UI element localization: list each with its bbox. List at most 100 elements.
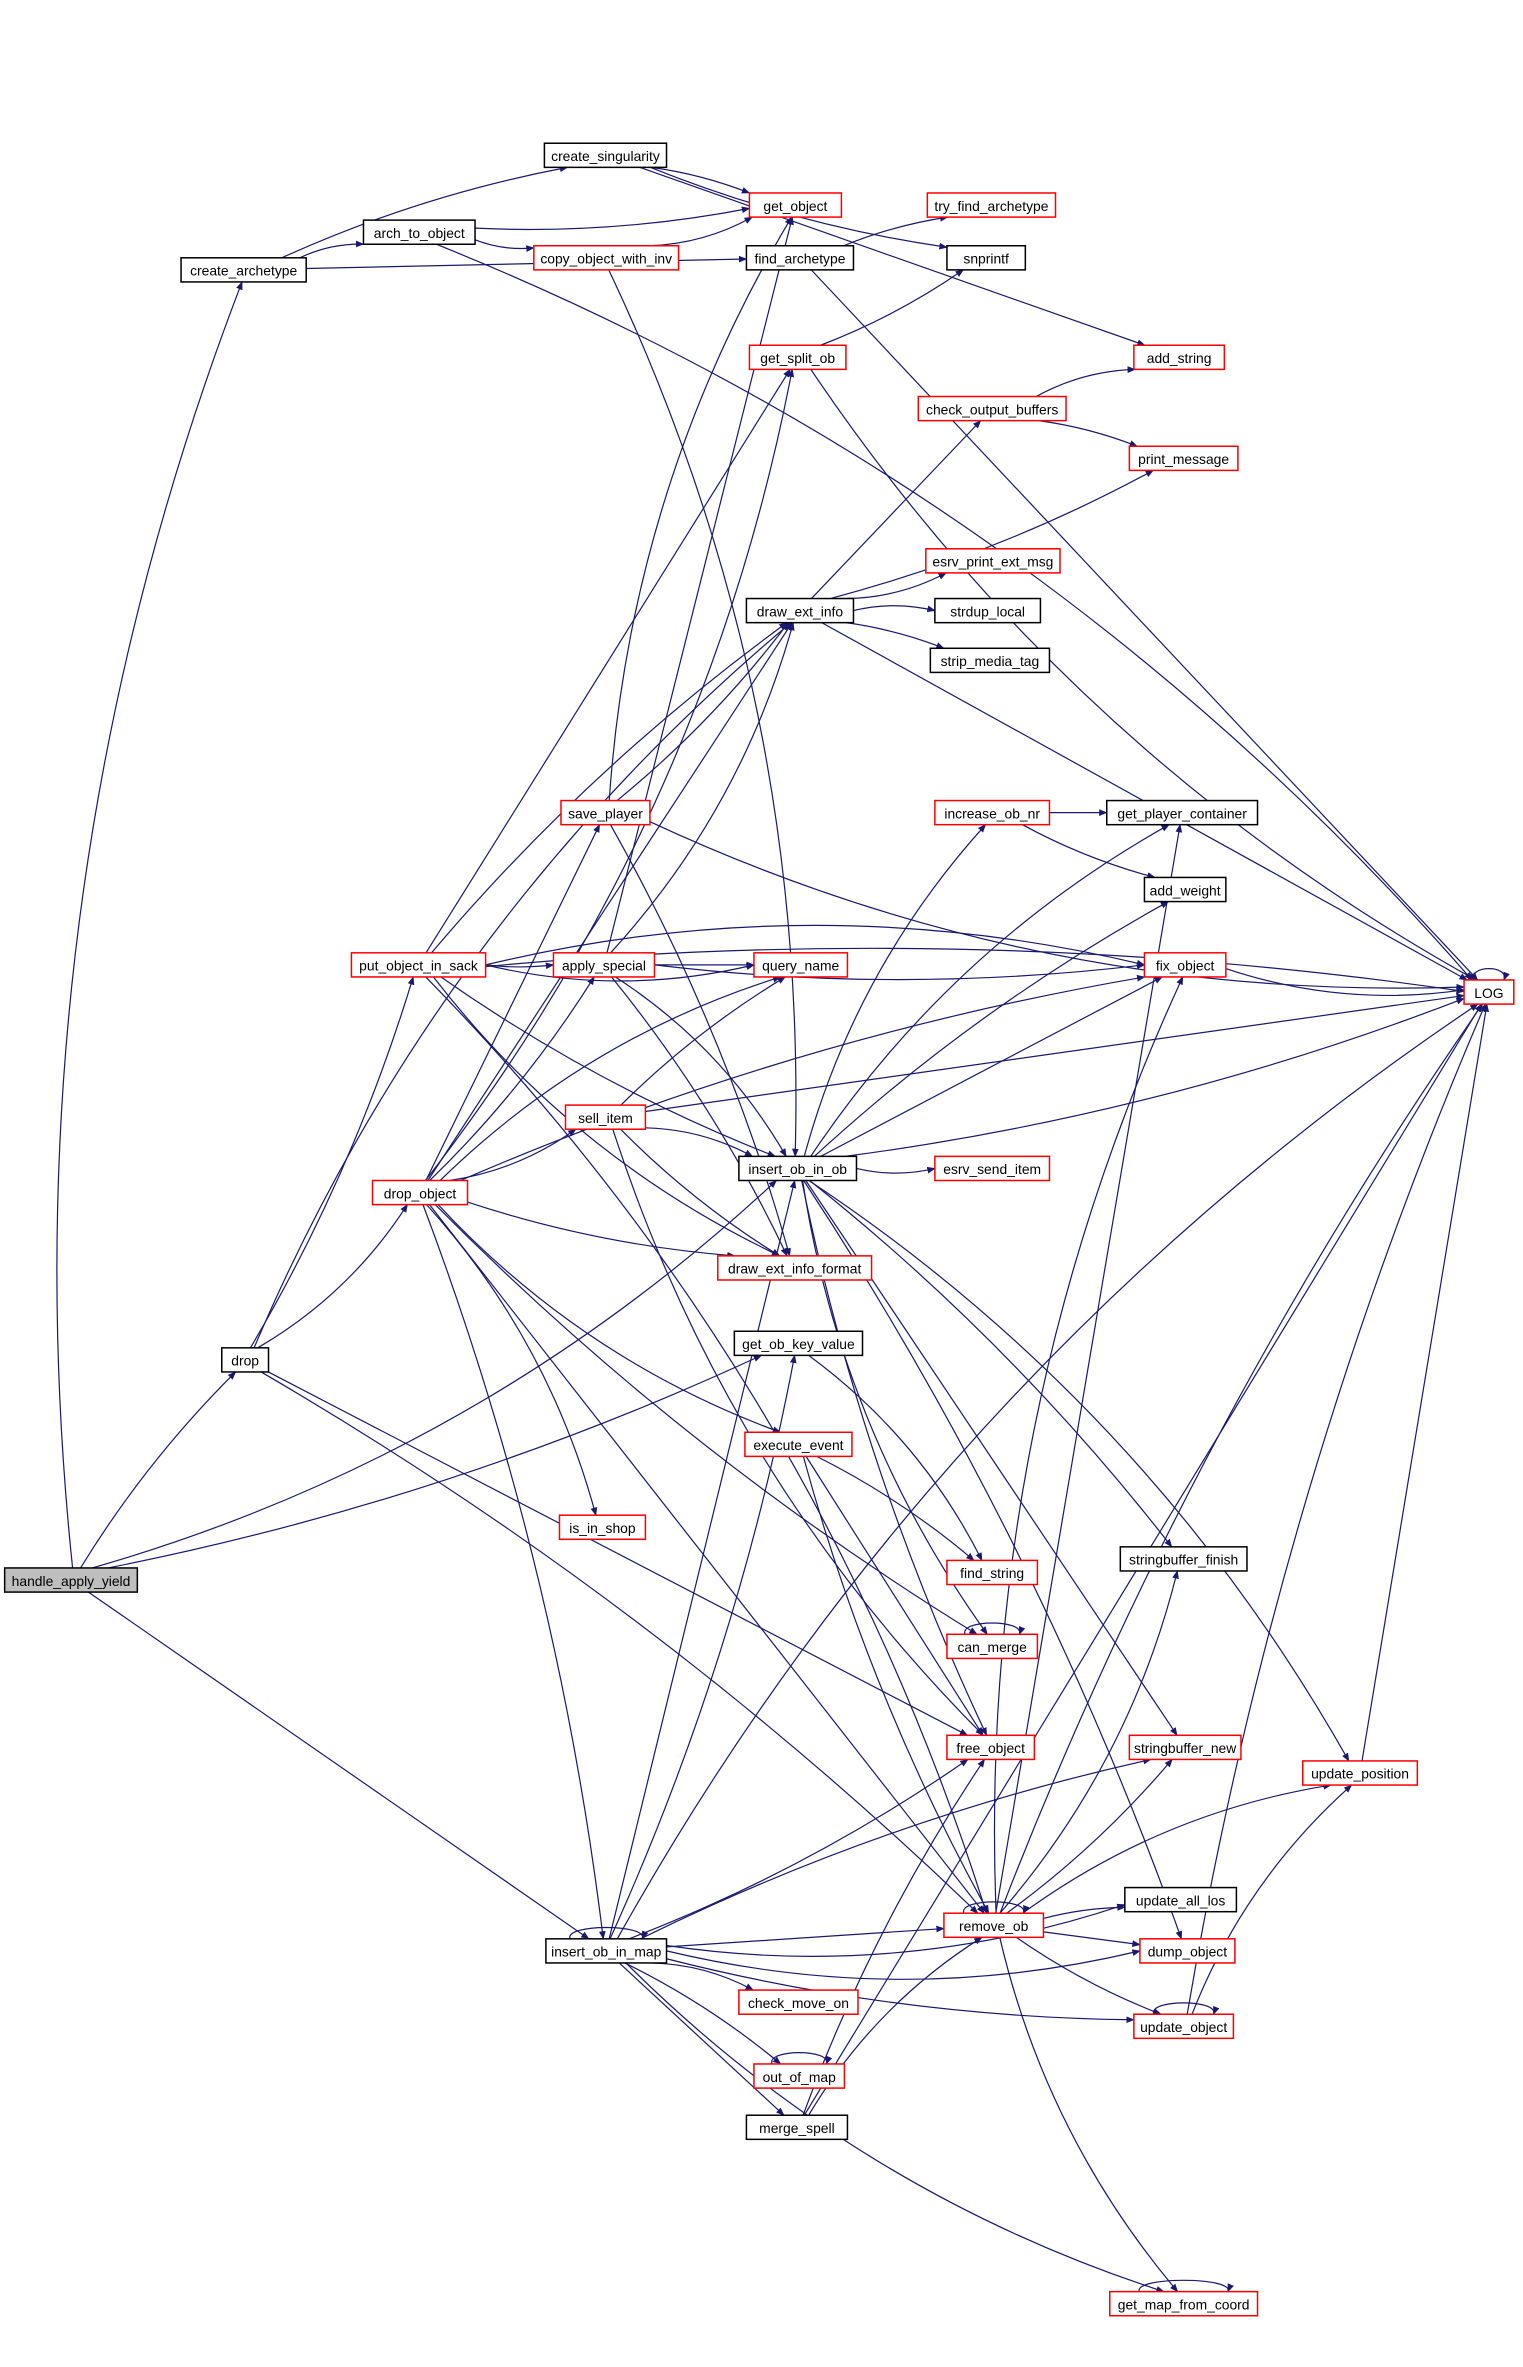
node-label: merge_spell <box>759 2120 835 2136</box>
edge-copy_object_with_inv-to-insert_ob_in_ob <box>608 269 799 1158</box>
node-label: check_output_buffers <box>926 401 1058 417</box>
node-box <box>543 142 668 169</box>
edge-apply_special-to-draw_ext_info_format <box>611 976 788 1257</box>
node-box <box>738 1155 858 1182</box>
node-update_all_los[interactable]: update_all_los <box>1124 1886 1238 1913</box>
node-drop[interactable]: drop <box>221 1347 270 1373</box>
node-label: draw_ext_info <box>757 603 844 619</box>
node-box <box>1139 1938 1236 1964</box>
node-get_map_from_coord[interactable]: get_map_from_coord <box>1109 2290 1259 2317</box>
node-check_output_buffers[interactable]: check_output_buffers <box>917 395 1067 422</box>
node-apply_special[interactable]: apply_special <box>552 952 656 978</box>
edge-drop-to-put_object_in_sack <box>249 976 415 1349</box>
node-stringbuffer_new[interactable]: stringbuffer_new <box>1128 1734 1242 1761</box>
node-add_string[interactable]: add_string <box>1133 344 1226 371</box>
edge-draw_ext_info-to-print_message <box>830 469 1154 600</box>
node-box <box>1143 952 1227 978</box>
node-can_merge[interactable]: can_merge <box>946 1633 1039 1660</box>
node-get_player_container[interactable]: get_player_container <box>1105 799 1259 826</box>
node-box <box>934 597 1042 624</box>
edge-apply_special-to-draw_ext_info <box>610 621 795 954</box>
edge-create_singularity-to-get_object <box>651 166 751 194</box>
edge-insert_ob_in_map-to-out_of_map <box>624 1962 782 2065</box>
node-update_position[interactable]: update_position <box>1301 1760 1419 1786</box>
node-LOG[interactable]: LOG <box>1463 979 1515 1005</box>
node-free_object[interactable]: free_object <box>946 1734 1036 1761</box>
node-merge_spell[interactable]: merge_spell <box>745 2114 849 2141</box>
node-esrv_print_ext_msg[interactable]: esrv_print_ext_msg <box>925 548 1061 574</box>
node-box <box>946 244 1027 271</box>
node-is_in_shop[interactable]: is_in_shop <box>558 1514 647 1541</box>
node-label: query_name <box>762 958 839 974</box>
node-label: check_move_on <box>748 1995 849 2011</box>
node-box <box>221 1347 270 1373</box>
node-handle_apply_yield[interactable]: handle_apply_yield <box>3 1567 139 1593</box>
node-out_of_map[interactable]: out_of_map <box>753 2063 846 2089</box>
edge-sell_item-to-LOG <box>645 993 1465 1113</box>
edge-put_object_in_sack-to-draw_ext_info_format <box>433 976 781 1257</box>
edge-create_archetype-to-arch_to_object <box>299 240 365 259</box>
node-strip_media_tag[interactable]: strip_media_tag <box>929 647 1051 674</box>
node-label: insert_ob_in_ob <box>748 1161 847 1177</box>
node-snprintf[interactable]: snprintf <box>946 244 1027 271</box>
edge-remove_ob-to-stringbuffer_new <box>1006 1758 1173 1914</box>
edge-insert_ob_in_ob-to-fix_object <box>820 976 1163 1157</box>
node-fix_object[interactable]: fix_object <box>1143 952 1227 978</box>
node-label: get_ob_key_value <box>742 1336 855 1352</box>
edge-put_object_in_sack-to-remove_ob <box>425 976 988 1915</box>
node-label: arch_to_object <box>374 225 465 241</box>
node-save_player[interactable]: save_player <box>560 799 651 826</box>
node-label: add_string <box>1147 350 1212 366</box>
edge-handle_apply_yield-to-create_archetype <box>56 281 243 1569</box>
node-try_find_archetype[interactable]: try_find_archetype <box>926 192 1057 218</box>
node-stringbuffer_finish[interactable]: stringbuffer_finish <box>1119 1546 1248 1572</box>
node-label: handle_apply_yield <box>12 1573 131 1589</box>
edge-insert_ob_in_map-to-update_object <box>666 1958 1135 2024</box>
node-add_weight[interactable]: add_weight <box>1143 876 1227 903</box>
node-drop_object[interactable]: drop_object <box>371 1179 469 1206</box>
edge-insert_ob_in_map-to-LOG <box>616 1003 1479 1940</box>
node-create_archetype[interactable]: create_archetype <box>180 257 307 283</box>
node-label: strdup_local <box>950 603 1025 619</box>
node-print_message[interactable]: print_message <box>1128 445 1239 472</box>
node-sell_item[interactable]: sell_item <box>564 1104 647 1130</box>
node-box <box>745 244 855 271</box>
node-increase_ob_nr[interactable]: increase_ob_nr <box>934 799 1051 826</box>
node-esrv_send_item[interactable]: esrv_send_item <box>934 1155 1051 1182</box>
node-create_singularity[interactable]: create_singularity <box>543 142 668 169</box>
node-strdup_local[interactable]: strdup_local <box>934 597 1042 624</box>
node-insert_ob_in_ob[interactable]: insert_ob_in_ob <box>738 1155 858 1182</box>
node-update_object[interactable]: update_object <box>1133 2013 1235 2040</box>
node-draw_ext_info_format[interactable]: draw_ext_info_format <box>717 1255 873 1281</box>
node-label: can_merge <box>957 1639 1027 1655</box>
node-copy_object_with_inv[interactable]: copy_object_with_inv <box>533 244 680 271</box>
node-draw_ext_info[interactable]: draw_ext_info <box>745 597 855 624</box>
edge-remove_ob-to-dump_object <box>1043 1931 1141 1947</box>
node-box <box>926 192 1057 218</box>
node-label: save_player <box>568 805 643 821</box>
node-label: update_all_los <box>1136 1892 1225 1908</box>
node-dump_object[interactable]: dump_object <box>1139 1938 1236 1964</box>
node-get_ob_key_value[interactable]: get_ob_key_value <box>733 1330 864 1357</box>
node-box <box>748 192 843 218</box>
edge-check_output_buffers-to-add_string <box>1035 366 1136 398</box>
edge-drop-to-drop_object <box>257 1203 408 1349</box>
node-box <box>371 1179 469 1206</box>
node-label: try_find_archetype <box>934 198 1048 214</box>
node-query_name[interactable]: query_name <box>753 952 849 978</box>
edge-get_map_from_coord-to-get_map_from_coord <box>1138 2279 1234 2293</box>
node-remove_ob[interactable]: remove_ob <box>943 1912 1045 1939</box>
node-put_object_in_sack[interactable]: put_object_in_sack <box>350 952 487 978</box>
node-get_split_ob[interactable]: get_split_ob <box>748 344 847 371</box>
node-find_string[interactable]: find_string <box>946 1559 1039 1586</box>
node-arch_to_object[interactable]: arch_to_object <box>362 219 476 245</box>
node-execute_event[interactable]: execute_event <box>744 1431 853 1458</box>
node-get_object[interactable]: get_object <box>748 192 843 218</box>
node-label: stringbuffer_finish <box>1129 1552 1238 1568</box>
node-find_archetype[interactable]: find_archetype <box>745 244 855 271</box>
node-label: free_object <box>956 1740 1025 1756</box>
node-insert_ob_in_map[interactable]: insert_ob_in_map <box>545 1938 668 1964</box>
node-check_move_on[interactable]: check_move_on <box>738 1989 859 2015</box>
node-label: find_archetype <box>754 251 845 267</box>
edge-insert_ob_in_map-to-dump_object <box>666 1949 1141 1980</box>
